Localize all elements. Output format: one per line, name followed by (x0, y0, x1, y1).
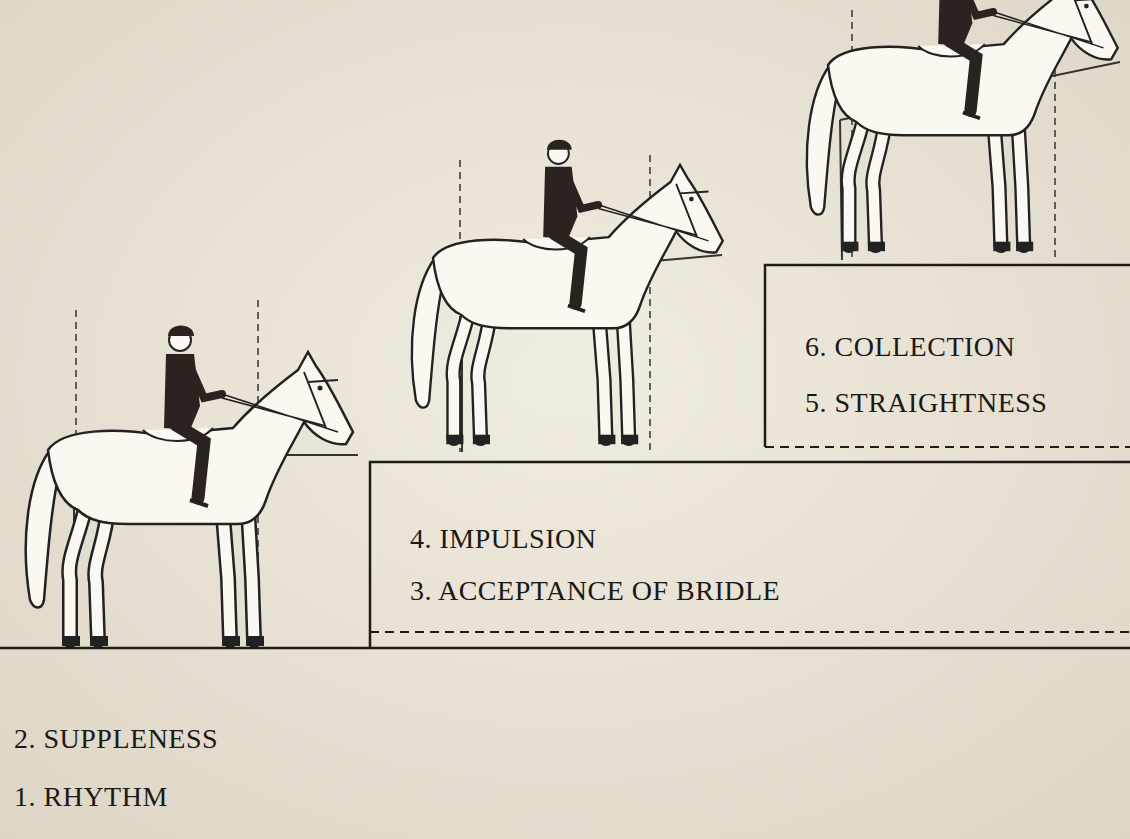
step-label: 2. SUPPLENESS (14, 722, 218, 756)
step-label: 1. RHYTHM (14, 780, 218, 814)
step-label: 3. ACCEPTANCE OF BRIDLE (410, 574, 780, 608)
step-label: 6. COLLECTION (805, 330, 1047, 364)
horse-rider (412, 140, 723, 444)
step-label: 4. IMPULSION (410, 522, 780, 556)
step-band: 2. SUPPLENESS 1. RHYTHM (14, 722, 218, 814)
horse-rider (807, 0, 1118, 251)
step-outline (0, 265, 1130, 648)
step-band: 4. IMPULSION 3. ACCEPTANCE OF BRIDLE (410, 522, 780, 608)
step-band: 6. COLLECTION 5. STRAIGHTNESS (805, 330, 1047, 420)
step-label: 5. STRAIGHTNESS (805, 386, 1047, 420)
horse-rider (26, 326, 353, 647)
